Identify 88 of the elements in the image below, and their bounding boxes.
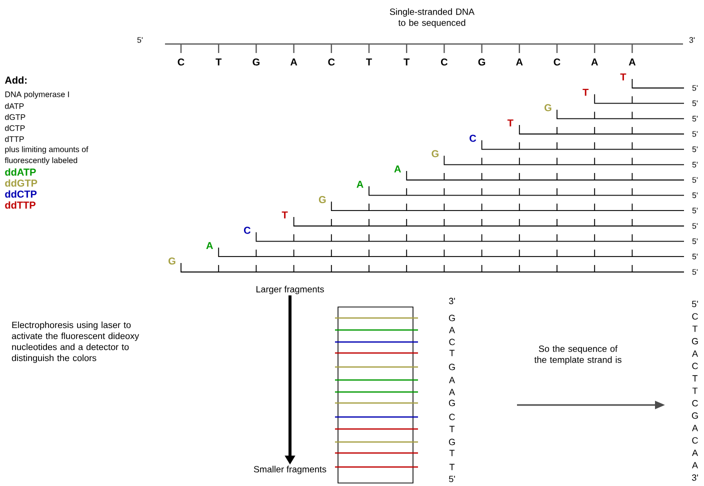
base-letter: G (252, 58, 260, 66)
text-label: Larger fragments (256, 286, 324, 294)
base-letter: C (449, 338, 455, 346)
title-text: Single-stranded DNA to be sequenced (390, 8, 474, 28)
ddnucleotide-letter: T (282, 212, 288, 218)
ddnucleotide-letter: G (168, 257, 176, 265)
strand-end-label: 5' (692, 146, 698, 152)
base-letter: G (692, 338, 698, 344)
base-letter: A (692, 350, 698, 357)
strand-end-label: 5' (692, 192, 698, 198)
strand-end-label: 5' (692, 177, 698, 183)
strand-end-label: 5' (692, 208, 698, 214)
reagent-text: ddATP (5, 168, 36, 176)
strand-end-label: 5' (692, 238, 698, 244)
base-letter: T (692, 388, 698, 394)
base-letter: T (692, 375, 698, 382)
strand-end-label: 5' (692, 85, 698, 91)
strand-end-label: 3' (692, 474, 698, 481)
base-letter: A (290, 58, 298, 66)
base-letter: A (628, 58, 636, 66)
base-letter: G (692, 412, 698, 419)
base-letter: C (449, 414, 455, 420)
strand-end-label: 3' (448, 298, 455, 304)
base-letter: G (448, 438, 455, 446)
base-letter: T (449, 350, 455, 356)
base-letter: C (692, 437, 698, 444)
reagent-text: dATP (5, 103, 24, 109)
ddnucleotide-letter: T (582, 88, 589, 96)
strand-end-label: 5' (692, 269, 698, 275)
base-letter: C (178, 58, 184, 66)
base-letter: C (441, 58, 448, 66)
base-letter: C (692, 313, 698, 320)
ddnucleotide-letter: G (318, 196, 326, 204)
ddnucleotide-letter: T (620, 74, 626, 80)
reagent-text: ddCTP (5, 190, 37, 198)
reagent-text: fluorescently labeled (4, 157, 78, 165)
base-letter: T (449, 464, 455, 470)
base-letter: G (478, 58, 486, 66)
base-letter: C (554, 58, 560, 66)
reagent-text: plus limiting amounts of (5, 146, 88, 154)
reagent-text: dGTP (5, 114, 26, 120)
base-letter: A (692, 424, 698, 432)
ddnucleotide-letter: G (432, 150, 438, 158)
base-letter: T (692, 326, 698, 332)
base-letter: T (404, 58, 410, 66)
base-letter: G (448, 314, 455, 322)
base-letter: A (591, 58, 598, 66)
base-letter: A (692, 450, 698, 456)
base-letter: C (692, 400, 698, 406)
strand-end-label: 5' (692, 300, 698, 308)
reagent-text: ddTTP (5, 201, 36, 209)
ddnucleotide-letter: A (394, 166, 401, 172)
base-letter: T (366, 58, 372, 66)
strand-end-label: 5' (692, 131, 698, 137)
reagent-text: ddGTP (5, 179, 38, 187)
strand-end-label: 5' (449, 476, 455, 482)
base-letter: A (449, 388, 455, 396)
base-letter: T (449, 426, 455, 432)
base-letter: A (449, 326, 455, 334)
strand-end-label: 3' (689, 37, 695, 43)
strand-end-label: 5' (137, 37, 143, 43)
ddnucleotide-letter: T (507, 120, 514, 126)
base-letter: C (692, 362, 698, 370)
text-label: Smaller fragments (254, 466, 326, 474)
base-letter: G (448, 364, 455, 370)
ddnucleotide-letter: C (470, 134, 476, 142)
strand-end-label: 5' (692, 100, 698, 106)
caption-text: So the sequence of the template strand is (534, 345, 622, 365)
base-letter: T (449, 450, 455, 456)
reagent-text: dTTP (5, 136, 24, 142)
ddnucleotide-letter: G (544, 104, 552, 112)
base-letter: A (449, 376, 455, 384)
base-letter: G (448, 400, 455, 406)
reagent-text: dCTP (5, 125, 25, 131)
strand-end-label: 5' (692, 162, 698, 168)
base-letter: C (328, 58, 335, 66)
description-text: Electrophoresis using laser to activate the fluorescent dideoxy nucleotides and a detector to distinguish the colors (12, 322, 140, 363)
ddnucleotide-letter: A (356, 180, 364, 188)
reagent-text: Add: (4, 76, 27, 84)
base-letter: A (516, 58, 523, 66)
base-letter: T (216, 58, 222, 66)
base-letter: A (692, 462, 698, 468)
reagent-text: DNA polymerase I (5, 91, 69, 99)
ddnucleotide-letter: C (244, 226, 251, 234)
strand-end-label: 5' (692, 223, 698, 229)
strand-end-label: 5' (692, 116, 698, 122)
strand-end-label: 5' (692, 254, 698, 260)
ddnucleotide-letter: A (206, 242, 213, 250)
